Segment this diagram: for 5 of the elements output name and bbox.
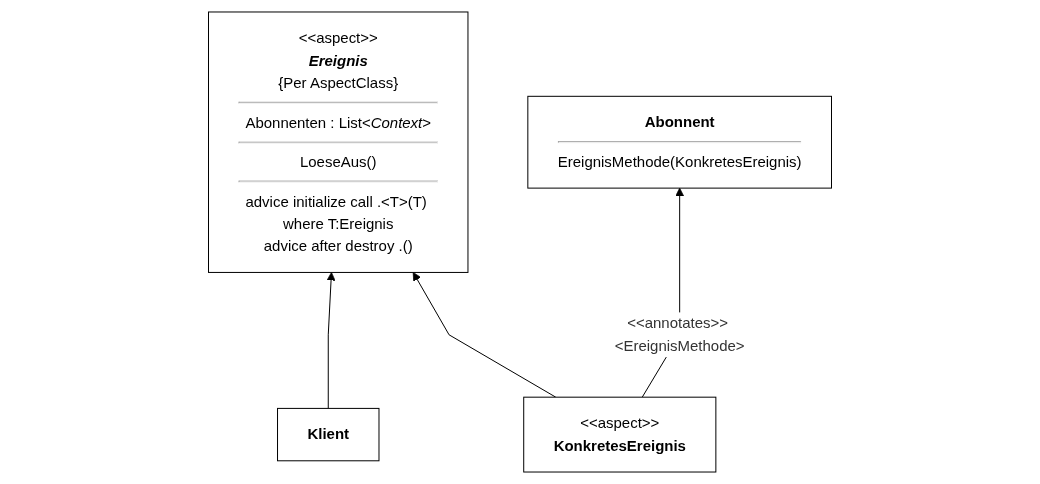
node-box: <<aspect>> Ereignis {Per AspectClass} Abonnenten : List<Context> LoeseAus() advice initialize call .<T>(T) where T:Ereignis advice after destroy .()	[208, 11, 469, 273]
edge-label: <<annotates>> <EreignisMethode>	[614, 314, 745, 354]
node-box: Klient	[277, 407, 380, 462]
node-box: <<aspect>> KonkretesEreignis	[523, 396, 717, 473]
node-box: Abonnent EreignisMethode(KonkretesEreignis)	[527, 95, 832, 189]
